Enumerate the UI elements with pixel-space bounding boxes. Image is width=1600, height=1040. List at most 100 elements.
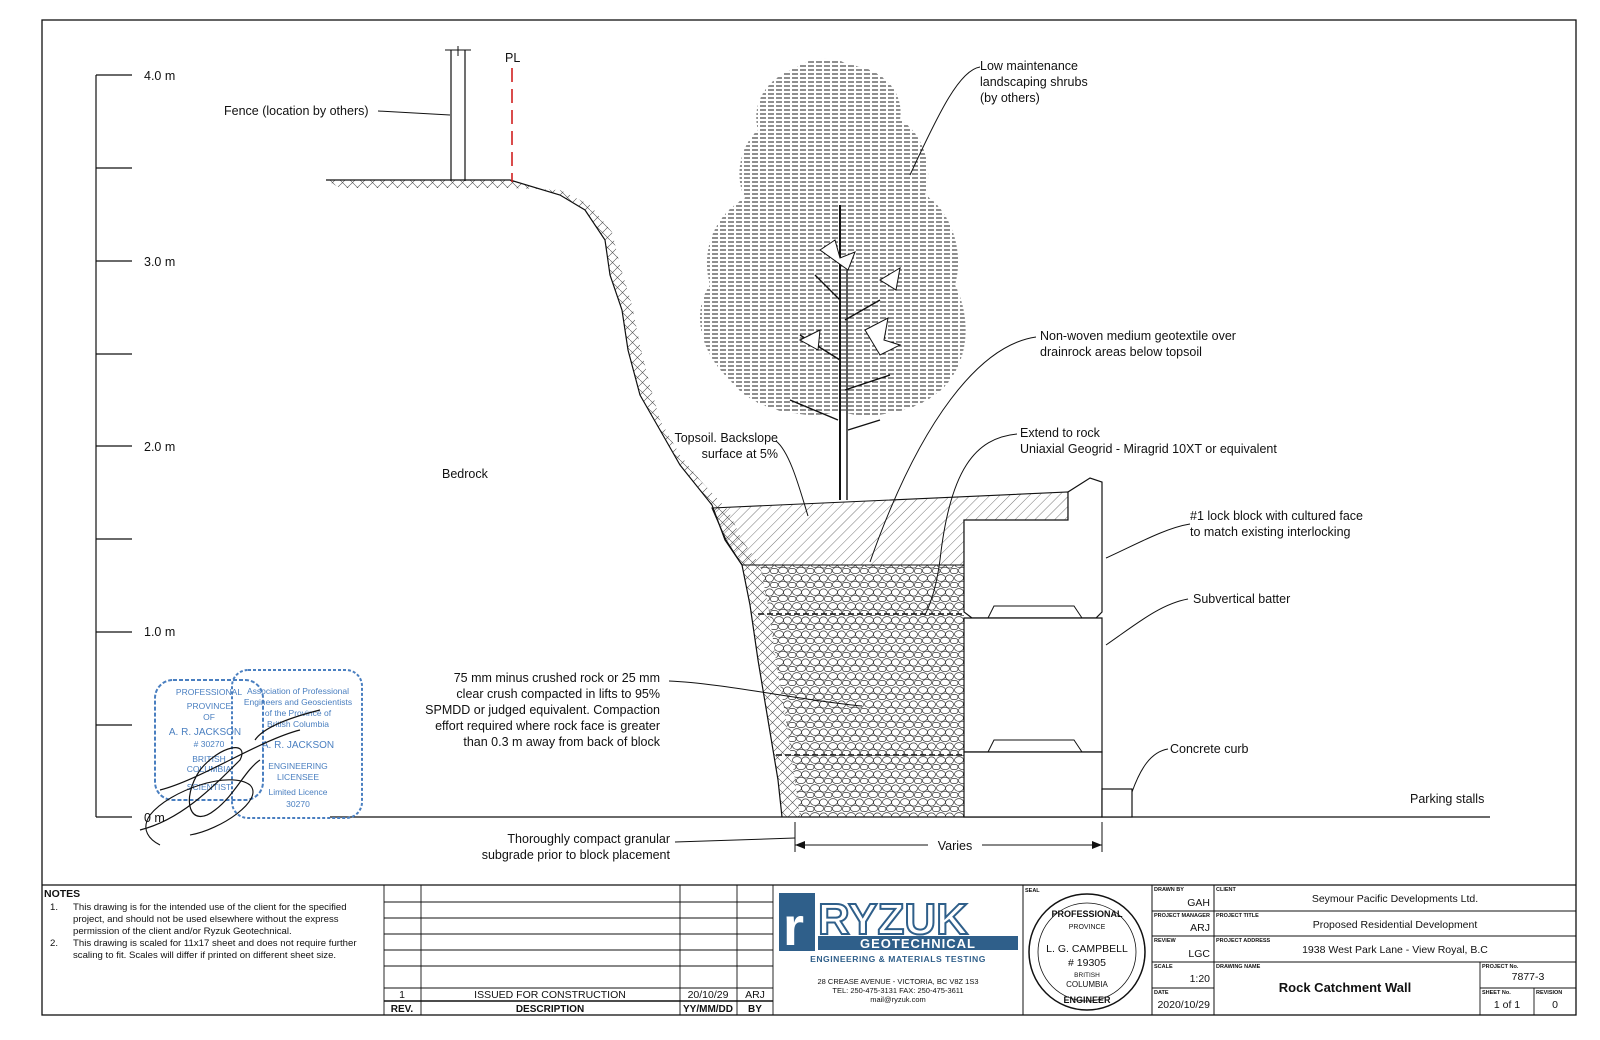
- shrubs-label-1: Low maintenance: [980, 59, 1078, 73]
- company-email: mail@ryzuk.com: [870, 995, 926, 1004]
- fill-label-4: effort required where rock face is great…: [435, 719, 660, 733]
- seal-label: SEAL: [1025, 888, 1040, 894]
- rev-header: REV.: [391, 1004, 414, 1015]
- geotextile-label-2: drainrock areas below topsoil: [1040, 345, 1202, 359]
- svg-text:BRITISH: BRITISH: [192, 754, 226, 764]
- svg-text:permission of the client and/o: permission of the client and/or Ryzuk Ge…: [73, 926, 292, 937]
- seal-name: L. G. CAMPBELL: [1046, 943, 1128, 955]
- revision-value: 0: [1552, 999, 1558, 1011]
- svg-text:This drawing is for the intend: This drawing is for the intended use of …: [73, 902, 347, 913]
- svg-text:PROJECT ADDRESS: PROJECT ADDRESS: [1216, 938, 1271, 944]
- sheet-border: [41, 19, 1577, 1016]
- lock-block-label-1: #1 lock block with cultured face: [1190, 509, 1363, 523]
- fill-label-2: clear crush compacted in lifts to 95%: [456, 687, 660, 701]
- svg-text:ENGINEERING: ENGINEERING: [268, 761, 328, 771]
- bedrock-label: Bedrock: [442, 467, 489, 481]
- scale-bar: 4.0 m 3.0 m 2.0 m 1.0 m 0 m: [95, 69, 175, 825]
- rev-row-description: ISSUED FOR CONSTRUCTION: [474, 989, 626, 1001]
- svg-text:scaling to fit. Scales will d: scaling to fit. Scales will differ if pr…: [73, 950, 336, 961]
- scale-tick-0m: 0 m: [144, 811, 165, 825]
- scale-tick-2m: 2.0 m: [144, 440, 175, 454]
- svg-text:LICENSEE: LICENSEE: [277, 772, 319, 782]
- concrete-curb: [1101, 788, 1133, 818]
- svg-text:COLUMBIA: COLUMBIA: [1066, 980, 1108, 989]
- rev-row-date: 20/10/29: [688, 989, 729, 1001]
- topsoil-label-2: surface at 5%: [702, 447, 778, 461]
- rev-row-by: ARJ: [745, 989, 765, 1001]
- svg-text:CLIENT: CLIENT: [1216, 887, 1237, 893]
- professional-stamp: PROFESSIONAL PROVINCE OF A. R. JACKSON #…: [139, 669, 363, 846]
- date-value: 2020/10/29: [1157, 999, 1210, 1011]
- svg-text:PROVINCE: PROVINCE: [187, 701, 232, 711]
- svg-text:PROFESSIONAL: PROFESSIONAL: [176, 687, 242, 697]
- drainrock-fill: [742, 565, 964, 817]
- svg-text:PROVINCE: PROVINCE: [1069, 924, 1106, 931]
- parking-label: Parking stalls: [1410, 792, 1484, 806]
- project-manager-value: ARJ: [1190, 922, 1210, 934]
- svg-text:PROFESSIONAL: PROFESSIONAL: [1051, 909, 1123, 919]
- svg-text:Limited Licence: Limited Licence: [268, 787, 327, 797]
- scale-value: 1:20: [1190, 973, 1211, 985]
- svg-text:PROJECT MANAGER: PROJECT MANAGER: [1154, 913, 1210, 919]
- fence-label: Fence (location by others): [224, 104, 369, 118]
- svg-text:DRAWING NAME: DRAWING NAME: [1216, 964, 1261, 970]
- geogrid-label-1: Extend to rock: [1020, 426, 1101, 440]
- drawing-labels: Fence (location by others) Bedrock Low m…: [224, 59, 1484, 862]
- svg-text:# 30270: # 30270: [194, 739, 225, 749]
- svg-text:1.: 1.: [50, 902, 58, 913]
- svg-text:ENGINEER: ENGINEER: [1063, 995, 1111, 1005]
- batter-label: Subvertical batter: [1193, 592, 1290, 606]
- company-logo: r RYZUK GEOTECHNICAL ENGINEERING & MATER…: [779, 893, 1018, 1004]
- svg-text:REVISION: REVISION: [1536, 990, 1562, 996]
- shrubs-label-3: (by others): [980, 91, 1040, 105]
- company-phone: TEL: 250-475-3131 FAX: 250-475-3611: [832, 986, 963, 995]
- svg-text:SHEET No.: SHEET No.: [1482, 990, 1511, 996]
- review-value: LGC: [1188, 948, 1210, 960]
- company-address: 28 CREASE AVENUE - VICTORIA, BC V8Z 1S3: [817, 977, 978, 986]
- engineer-seal: PROFESSIONAL PROVINCE L. G. CAMPBELL # 1…: [1028, 893, 1146, 1011]
- company-tagline: ENGINEERING & MATERIALS TESTING: [810, 954, 986, 964]
- svg-text:BRITISH: BRITISH: [1074, 972, 1100, 979]
- svg-text:REVIEW: REVIEW: [1154, 938, 1177, 944]
- varies-label: Varies: [938, 839, 973, 853]
- fill-label-3: SPMDD or judged equivalent. Compaction: [425, 703, 660, 717]
- svg-text:COLUMBIA: COLUMBIA: [187, 764, 232, 774]
- drawing-name-value: Rock Catchment Wall: [1279, 980, 1411, 995]
- lock-block-bottom: [963, 751, 1103, 818]
- svg-text:PROJECT No.: PROJECT No.: [1482, 964, 1519, 970]
- fill-label-1: 75 mm minus crushed rock or 25 mm: [454, 671, 660, 685]
- shrubs-label-2: landscaping shrubs: [980, 75, 1088, 89]
- drawn-by-value: GAH: [1187, 897, 1210, 909]
- fence: [445, 46, 471, 181]
- svg-text:British Columbia: British Columbia: [267, 719, 329, 729]
- lock-block-label-2: to match existing interlocking: [1190, 525, 1351, 539]
- subgrade-label-1: Thoroughly compact granular: [507, 832, 670, 846]
- lock-block-middle: [963, 617, 1103, 753]
- svg-text:A. R. JACKSON: A. R. JACKSON: [169, 727, 241, 738]
- fill-label-5: than 0.3 m away from back of block: [463, 735, 660, 749]
- lock-block-top: [963, 477, 1103, 619]
- description-header: DESCRIPTION: [516, 1004, 584, 1015]
- project-number-value: 7877-3: [1512, 971, 1545, 983]
- client-value: Seymour Pacific Developments Ltd.: [1312, 893, 1478, 905]
- svg-text:DRAWN BY: DRAWN BY: [1154, 887, 1184, 893]
- svg-text:This drawing is scaled for 11x: This drawing is scaled for 11x17 sheet a…: [73, 938, 357, 949]
- curb-label: Concrete curb: [1170, 742, 1249, 756]
- by-header: BY: [748, 1004, 762, 1015]
- signature: [139, 709, 321, 831]
- svg-text:DATE: DATE: [1154, 990, 1169, 996]
- svg-text:of the Province of: of the Province of: [265, 708, 332, 718]
- seal-number: # 19305: [1068, 957, 1106, 969]
- rev-row-rev: 1: [399, 989, 405, 1001]
- svg-text:SCALE: SCALE: [1154, 964, 1173, 970]
- svg-text:Association of Professional: Association of Professional: [247, 686, 349, 696]
- title-block: NOTES 1. This drawing is for the intende…: [42, 884, 1576, 1015]
- svg-text:project, and should not be use: project, and should not be used elsewher…: [73, 914, 339, 925]
- company-sub: GEOTECHNICAL: [860, 936, 976, 951]
- svg-text:r: r: [783, 897, 804, 957]
- svg-text:OF: OF: [203, 712, 215, 722]
- project-title-value: Proposed Residential Development: [1313, 919, 1478, 931]
- subgrade-label-2: subgrade prior to block placement: [482, 848, 671, 862]
- svg-text:SCIENTIST: SCIENTIST: [187, 782, 231, 792]
- sheet-number-value: 1 of 1: [1494, 999, 1520, 1011]
